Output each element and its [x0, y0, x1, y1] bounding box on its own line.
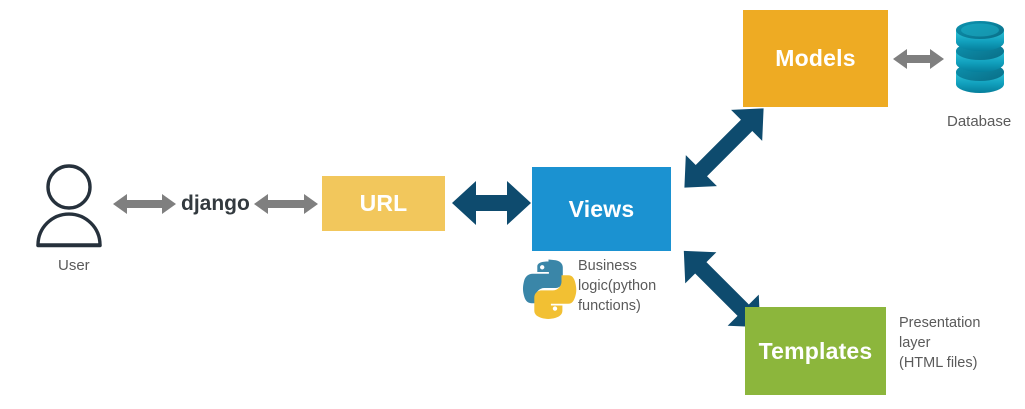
connector-models-to-database-icon [893, 49, 944, 69]
url-node[interactable]: URL [322, 176, 445, 231]
connector-user-to-django-icon [113, 194, 176, 214]
views-node-label: Views [568, 195, 635, 222]
python-logo-icon [522, 259, 577, 319]
database-cylinder-icon [956, 21, 1004, 93]
connector-views-to-models-icon [684, 108, 764, 188]
templates-node-label: Templates [758, 337, 873, 364]
connector-django-to-url-icon [254, 194, 318, 214]
views-node[interactable]: Views [532, 167, 671, 251]
connector-url-to-views-icon [452, 181, 531, 225]
user-node-label: User [58, 257, 90, 274]
templates-presentation-note: Presentation layer (HTML files) [899, 315, 981, 371]
templates-node[interactable]: Templates [745, 307, 886, 395]
connector-views-to-templates-icon [683, 250, 761, 328]
views-business-logic-note: Business logic(python functions) [578, 258, 657, 314]
user-person-icon [36, 164, 102, 248]
database-node-label: Database [947, 113, 1012, 130]
models-node[interactable]: Models [743, 10, 888, 107]
models-node-label: Models [775, 45, 856, 71]
url-node-label: URL [359, 190, 408, 216]
django-framework-label: django [181, 192, 250, 215]
